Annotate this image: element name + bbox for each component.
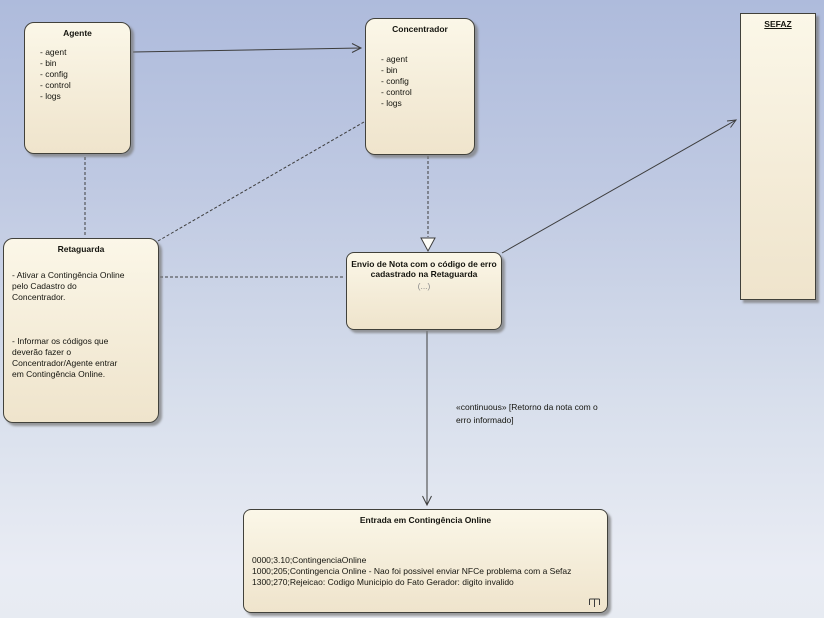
node-sefaz-title: SEFAZ [764, 19, 792, 29]
attribute-item: - agent [381, 54, 408, 64]
node-retaguarda[interactable]: Retaguarda - Ativar a Contingência Onlin… [3, 238, 159, 423]
node-envio-ellipsis: (...) [417, 281, 431, 291]
node-envio-de-nota[interactable]: Envio de Nota com o código de erro cadas… [346, 252, 502, 330]
retaguarda-paragraph: - Ativar a Contingência Online pelo Cada… [12, 270, 125, 302]
attribute-item: - config [381, 76, 409, 86]
attribute-item: - bin [40, 58, 57, 68]
node-entrada-codes: 0000;3.10;ContingenciaOnline 1000;205;Co… [244, 555, 607, 588]
attribute-item: - control [40, 80, 71, 90]
retaguarda-paragraph: - Informar os códigos que deverão fazer … [12, 336, 118, 379]
code-line: 1300;270;Rejeicao: Codigo Municipio do F… [252, 577, 514, 587]
attribute-item: - agent [40, 47, 67, 57]
node-sefaz[interactable]: SEFAZ [740, 13, 816, 300]
node-agente-title: Agente [63, 28, 92, 38]
connector-envio-entrada[interactable] [422, 331, 432, 507]
node-concentrador-title: Concentrador [392, 24, 448, 34]
connector-concentrador-envio[interactable] [420, 156, 436, 253]
node-agente[interactable]: Agente - agent - bin - config - control … [24, 22, 131, 154]
attribute-item: - control [381, 87, 412, 97]
attribute-item: - logs [40, 91, 61, 101]
node-concentrador-attributes: - agent - bin - config - control - logs [366, 54, 474, 109]
rake-icon[interactable] [588, 595, 601, 608]
code-line: 0000;3.10;ContingenciaOnline [252, 555, 367, 565]
node-entrada-contingencia[interactable]: Entrada em Contingência Online 0000;3.10… [243, 509, 608, 613]
connector-envio-sefaz[interactable] [501, 119, 738, 254]
node-entrada-title: Entrada em Contingência Online [359, 515, 492, 525]
node-retaguarda-title: Retaguarda [57, 244, 105, 254]
node-retaguarda-body: - Ativar a Contingência Online pelo Cada… [4, 270, 158, 380]
connector-retaguarda-concentrador[interactable] [157, 121, 365, 242]
node-envio-title: Envio de Nota com o código de erro cadas… [351, 259, 497, 279]
connector-label-continuous: «continuous» [Retorno da nota com o erro… [456, 402, 598, 425]
code-line: 1000;205;Contingencia Online - Nao foi p… [252, 566, 572, 576]
attribute-item: - logs [381, 98, 402, 108]
node-agente-attributes: - agent - bin - config - control - logs [25, 47, 130, 102]
connector-agente-concentrador[interactable] [132, 43, 363, 53]
attribute-item: - bin [381, 65, 398, 75]
attribute-item: - config [40, 69, 68, 79]
node-concentrador[interactable]: Concentrador - agent - bin - config - co… [365, 18, 475, 155]
